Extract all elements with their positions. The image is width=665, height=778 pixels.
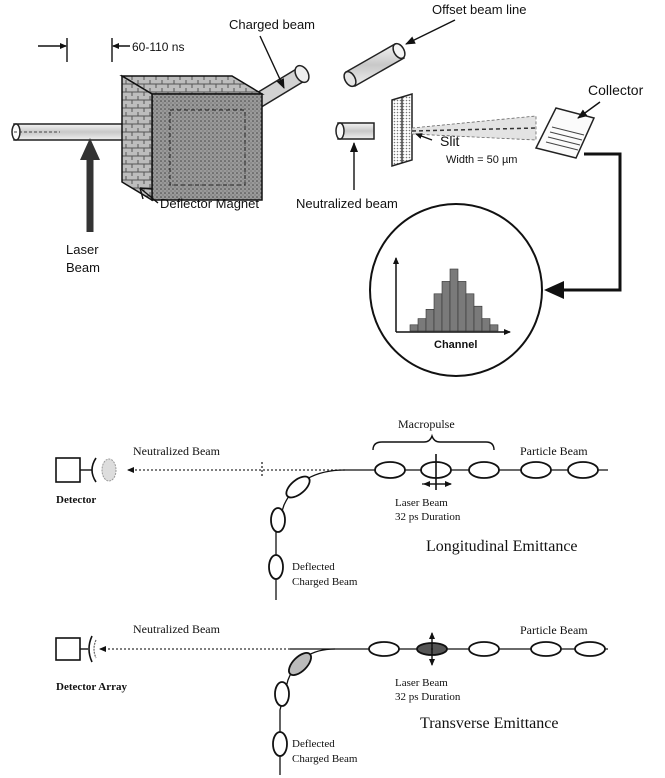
- charged-beam-label: Charged beam: [229, 17, 315, 32]
- neutralized-beam-label: Neutralized beam: [296, 196, 398, 211]
- laser-beam-label-line2: Beam: [66, 260, 100, 275]
- offset-beam-line-pointer: [406, 20, 455, 44]
- longitudinal-emittance-title: Longitudinal Emittance: [426, 538, 578, 555]
- transverse-emittance-diagram: Detector Array Neutralized Beam Particle…: [56, 622, 608, 775]
- histogram-bar: [442, 281, 450, 331]
- slit-label: Slit: [440, 133, 460, 149]
- histogram-bar: [474, 306, 482, 331]
- histogram-bar: [450, 269, 458, 331]
- neutralized-beam-label: Neutralized Beam: [133, 444, 221, 458]
- histogram-bar: [426, 309, 434, 331]
- particle-beam-label: Particle Beam: [520, 623, 588, 637]
- histogram-bar: [458, 281, 466, 331]
- collector-pointer: [578, 102, 600, 118]
- beam-to-collector: [412, 116, 536, 140]
- laser-beam-label: Laser Beam: [395, 677, 448, 689]
- pulse-length-label: 60-110 ns: [132, 40, 184, 54]
- histogram-bar: [410, 325, 418, 331]
- histogram-axis-label: Channel: [434, 339, 477, 351]
- macropulse-label: Macropulse: [398, 417, 455, 431]
- macropulse-bracket: [373, 436, 494, 450]
- laser-beam-label: Laser Beam: [395, 497, 448, 509]
- deflected-label-line2: Charged Beam: [292, 753, 358, 765]
- deflector-magnet-label: Deflector Magnet: [160, 196, 259, 211]
- neutralized-beam-tube: [336, 123, 374, 139]
- detector-array-label: Detector Array: [56, 681, 127, 693]
- histogram-bar: [466, 294, 474, 331]
- histogram-bar: [482, 319, 490, 331]
- offset-beam-line-tube: [342, 42, 408, 89]
- detector-label: Detector: [56, 494, 96, 506]
- deflected-label-line1: Deflected: [292, 738, 335, 750]
- histogram-bar: [418, 319, 426, 331]
- slit-width-label: Width = 50 µm: [446, 154, 517, 166]
- transverse-emittance-title: Transverse Emittance: [420, 715, 558, 732]
- laser-beam-arrow: [80, 138, 100, 232]
- particle-beam-label: Particle Beam: [520, 444, 588, 458]
- longitudinal-emittance-diagram: Macropulse Detector Neutralized Beam Par…: [56, 417, 608, 600]
- collector-label: Collector: [588, 82, 644, 98]
- detector-array-icon: [56, 636, 96, 662]
- laser-beam-label-line1: Laser: [66, 242, 99, 257]
- pulse-length-dimension: [38, 38, 130, 62]
- deflected-label-line2: Charged Beam: [292, 576, 358, 588]
- slit-plate: [392, 94, 412, 166]
- histogram-bar: [434, 294, 442, 331]
- charged-beam-pointer: [260, 36, 284, 88]
- collector: [536, 108, 594, 158]
- histogram-bar: [490, 325, 498, 331]
- offset-beam-line-label: Offset beam line: [432, 2, 526, 17]
- deflected-label-line1: Deflected: [292, 561, 335, 573]
- deflector-magnet: [122, 76, 262, 200]
- top-schematic: 60-110 ns Laser Beam Charged beam: [12, 2, 644, 376]
- laser-duration-label: 32 ps Duration: [395, 691, 461, 703]
- detector-icon: [56, 458, 116, 482]
- neutralized-beam-label: Neutralized Beam: [133, 622, 221, 636]
- signal-path: [544, 154, 620, 299]
- laser-duration-label: 32 ps Duration: [395, 511, 461, 523]
